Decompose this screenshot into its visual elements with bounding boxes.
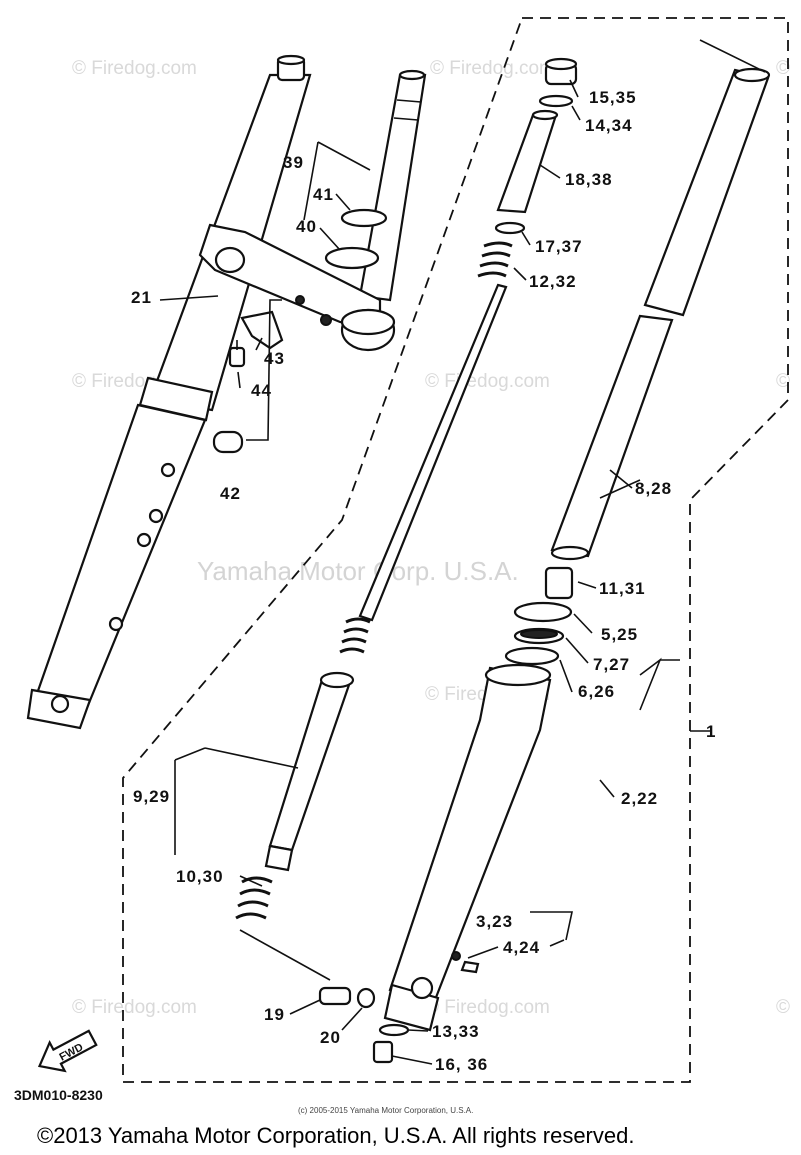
small-copyright: (c) 2005-2015 Yamaha Motor Corporation, … [298,1106,473,1115]
watermark-copyright-mark: © [776,997,790,1018]
label-part-18-38: 18,38 [565,170,613,189]
small-hardware [212,299,284,454]
label-part-40: 40 [296,217,317,236]
steering-stem [198,69,427,352]
bottom-hardware [318,986,410,1064]
label-part-14-34: 14,34 [585,116,633,135]
watermark-copyright-mark: © [776,58,790,79]
label-part-16-36: 16, 36 [435,1055,488,1074]
label-part-1: 1 [706,722,716,741]
assembly-boundary [122,17,789,1083]
seal-stack [504,566,574,666]
label-part-19: 19 [264,1005,285,1024]
label-part-21: 21 [131,288,152,307]
watermark-text: © Firedog.com [72,997,197,1018]
label-part-9-29: 9,29 [133,787,170,806]
watermark-text: © Firedog.com [72,58,197,79]
label-part-11-31: 11,31 [599,579,646,598]
fwd-arrow-icon: FWD [37,1029,98,1073]
label-part-10-30: 10,30 [176,867,224,886]
watermark-center-text: Yamaha Motor Corp. U.S.A. [197,556,519,586]
label-part-13-33: 13,33 [432,1022,480,1041]
label-part-42: 42 [220,484,241,503]
label-part-41: 41 [313,185,334,204]
label-part-3-23: 3,23 [476,912,513,931]
watermark-text: © Firedog.com [425,371,550,392]
label-part-43: 43 [264,349,285,368]
outer-tube [383,663,552,1032]
label-part-12-32: 12,32 [529,272,577,291]
leader-lines [159,79,712,1065]
label-part-6-26: 6,26 [578,682,615,701]
label-part-44: 44 [251,381,272,400]
diagram-code: 3DM010-8230 [14,1087,103,1103]
label-part-2-22: 2,22 [621,789,658,808]
label-part-4-24: 4,24 [503,938,540,957]
inner-tube [550,39,771,561]
damper-rod [235,283,508,920]
label-part-17-37: 17,37 [535,237,583,256]
label-part-39: 39 [283,153,304,172]
watermark-layer: © Firedog.com © Firedog.com © Firedog.co… [72,58,790,1018]
watermark-text: © Firedog.com [425,997,550,1018]
footer-copyright: ©2013 Yamaha Motor Corporation, U.S.A. A… [37,1123,634,1148]
part-labels: 1 2,22 3,23 4,24 5,25 6,26 7,27 8,28 9,2… [131,88,716,1074]
fork-cap-assembly [477,57,578,278]
label-part-8-28: 8,28 [635,479,672,498]
label-part-7-27: 7,27 [593,655,630,674]
label-part-15-35: 15,35 [589,88,637,107]
label-part-5-25: 5,25 [601,625,638,644]
watermark-text: © Firedog.com [430,58,555,79]
label-part-20: 20 [320,1028,341,1047]
watermark-copyright-mark: © [776,371,790,392]
